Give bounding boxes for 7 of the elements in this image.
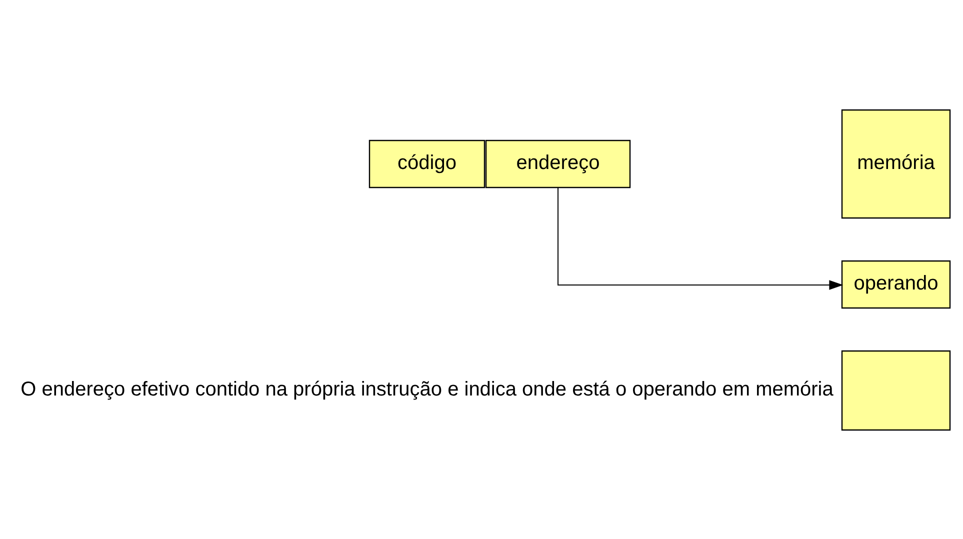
node-box: endereço [485, 139, 631, 188]
label: O endereço efetivo contido na própria instrução e indica onde está o operando em memória [20, 378, 834, 400]
node-box [841, 350, 951, 430]
node-box: memória [841, 108, 951, 218]
node-box: operando [841, 260, 951, 308]
arrow [558, 186, 844, 290]
node-box: código [368, 139, 486, 188]
